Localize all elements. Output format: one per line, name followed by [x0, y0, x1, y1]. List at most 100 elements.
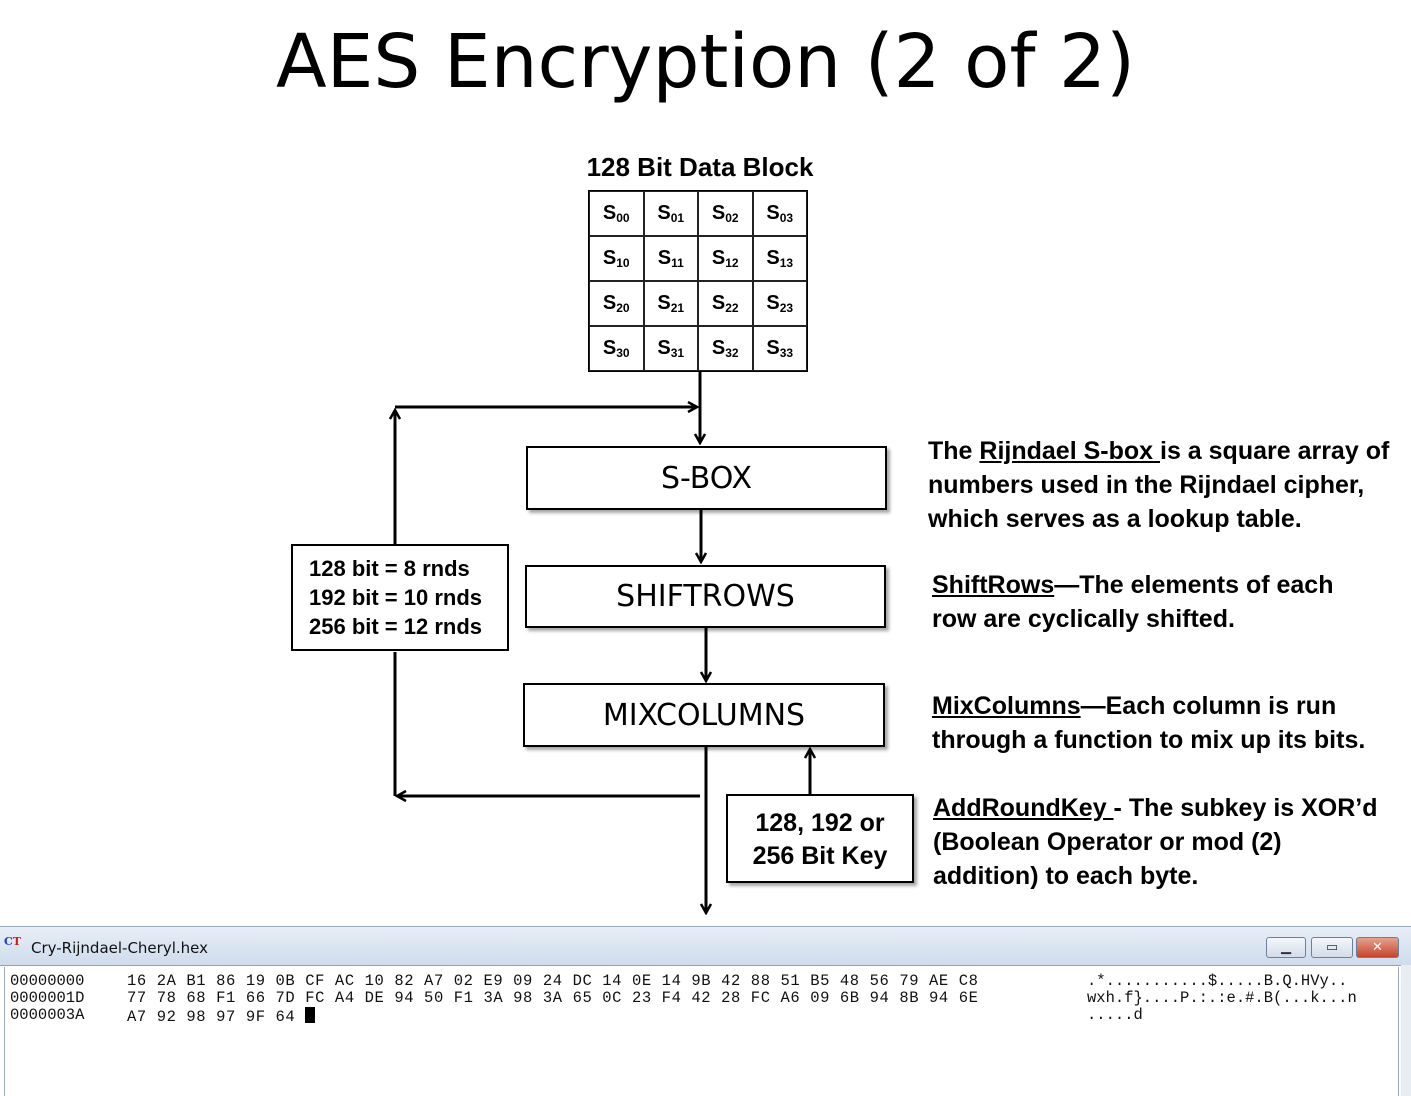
addroundkey-desc-rest: - The subkey is XOR’d (Boolean Operator … [933, 794, 1378, 890]
state-cell-index: 12 [725, 255, 739, 270]
hex-address: 0000003A [10, 1006, 85, 1024]
window-titlebar[interactable]: CT Cry-Rijndael-Cheryl.hex ▁ ▭ ✕ [0, 927, 1411, 966]
hex-editor-window[interactable]: CT Cry-Rijndael-Cheryl.hex ▁ ▭ ✕ 0000000… [0, 926, 1411, 1096]
state-cell-index: 32 [725, 345, 739, 360]
ct-app-icon: CT [4, 935, 21, 948]
hex-ascii: .*...........$.....B.Q.HVy.. [1087, 972, 1348, 990]
sbox-desc-term: Rijndael S-box [979, 437, 1160, 465]
close-icon: ✕ [1372, 940, 1383, 955]
hex-bytes-text: A7 92 98 97 9F 64 [127, 1008, 306, 1026]
state-cell-base: S [657, 202, 671, 224]
hex-address: 00000000 [10, 972, 85, 990]
state-cell-index: 22 [725, 300, 739, 315]
rounds-box: 128 bit = 8 rnds 192 bit = 10 rnds 256 b… [291, 544, 509, 651]
hex-bytes[interactable]: 77 78 68 F1 66 7D FC A4 DE 94 50 F1 3A 9… [127, 990, 979, 1007]
state-cell-base: S [711, 337, 726, 359]
addroundkey-description: AddRoundKey - The subkey is XOR’d (Boole… [933, 791, 1388, 893]
hex-bytes-text: 77 78 68 F1 66 7D FC A4 DE 94 50 F1 3A 9… [127, 989, 979, 1007]
mixcolumns-desc-term: MixColumns [932, 692, 1081, 720]
shiftrows-step: SHIFTROWS [525, 565, 886, 628]
state-cell-index: 13 [779, 255, 794, 270]
addroundkey-desc-term: AddRoundKey [933, 794, 1114, 822]
state-cell-base: S [602, 247, 617, 269]
hex-bytes[interactable]: 16 2A B1 86 19 0B CF AC 10 82 A7 02 E9 0… [127, 973, 979, 990]
sbox-step: S-BOX [526, 446, 887, 510]
state-cell-index: 30 [616, 345, 630, 360]
mixcolumns-step: MIXCOLUMNS [523, 683, 885, 747]
state-cell-base: S [657, 247, 672, 269]
state-cell-index: 03 [779, 210, 794, 225]
state-cell-index: 10 [616, 255, 630, 270]
state-cell-index: 01 [670, 210, 685, 225]
flow-arrows [0, 372, 1411, 926]
mixcolumns-desc-rest: —Each column is run through a function t… [932, 692, 1366, 754]
rounds-128: 128 bit = 8 rnds [309, 556, 470, 581]
key-box-line-2: 256 Bit Key [752, 842, 888, 870]
state-cell-index: 20 [616, 300, 630, 315]
state-cell-index: 33 [779, 345, 794, 360]
state-cell-base: S [657, 292, 671, 314]
maximize-button[interactable]: ▭ [1311, 937, 1353, 958]
state-cell-base: S [602, 292, 617, 314]
hex-ascii: .....d [1087, 1006, 1143, 1024]
minimize-button[interactable]: ▁ [1266, 937, 1306, 958]
hex-bytes-text: 16 2A B1 86 19 0B CF AC 10 82 A7 02 E9 0… [127, 972, 979, 990]
rounds-256: 256 bit = 12 rnds [309, 614, 483, 639]
state-cell-base: S [711, 292, 726, 314]
close-button[interactable]: ✕ [1356, 937, 1399, 958]
state-cell-base: S [657, 337, 671, 359]
state-cell-index: 00 [616, 210, 630, 225]
hex-content[interactable]: 00000000 16 2A B1 86 19 0B CF AC 10 82 A7… [4, 967, 1399, 1096]
state-cell-index: 02 [725, 210, 739, 225]
sbox-desc-pre: The [928, 437, 980, 465]
state-cell-index: 31 [670, 345, 685, 360]
state-cell-index: 23 [779, 300, 794, 315]
state-cell-base: S [766, 247, 780, 269]
sbox-desc-rest: is a square array of numbers used in the… [928, 437, 1390, 533]
data-block-title: 128 Bit Data Block [586, 152, 814, 182]
minimize-icon: ▁ [1281, 940, 1291, 955]
sbox-description: The Rijndael S-box is a square array of … [928, 434, 1398, 536]
hex-bytes[interactable]: A7 92 98 97 9F 64 [127, 1007, 316, 1026]
state-cell-base: S [766, 292, 780, 314]
shiftrows-desc-rest: —The elements of each row are cyclically… [932, 571, 1334, 633]
scroll-edge [1401, 965, 1411, 1096]
shiftrows-desc-term: ShiftRows [932, 571, 1055, 599]
state-cell-base: S [766, 337, 780, 359]
state-cell-index: 11 [671, 255, 684, 270]
state-cell-base: S [602, 202, 617, 224]
mixcolumns-description: MixColumns—Each column is run through a … [932, 689, 1392, 757]
state-cell-base: S [766, 202, 780, 224]
text-cursor [305, 1007, 316, 1023]
key-box-line-1: 128, 192 or [755, 809, 885, 837]
key-box: 128, 192 or 256 Bit Key [726, 794, 914, 883]
state-cell-base: S [711, 202, 726, 224]
state-cell-base: S [602, 337, 617, 359]
state-cell-base: S [711, 247, 726, 269]
state-cell-index: 21 [670, 300, 685, 315]
hex-ascii: wxh.f}....P.:.:e.#.B(...k...n [1087, 989, 1357, 1007]
maximize-icon: ▭ [1325, 940, 1339, 955]
rounds-192: 192 bit = 10 rnds [309, 585, 483, 610]
hex-address: 0000001D [10, 989, 85, 1007]
shiftrows-description: ShiftRows—The elements of each row are c… [932, 568, 1372, 636]
slide-title: AES Encryption (2 of 2) [276, 19, 1135, 105]
window-title: Cry-Rijndael-Cheryl.hex [31, 939, 208, 957]
